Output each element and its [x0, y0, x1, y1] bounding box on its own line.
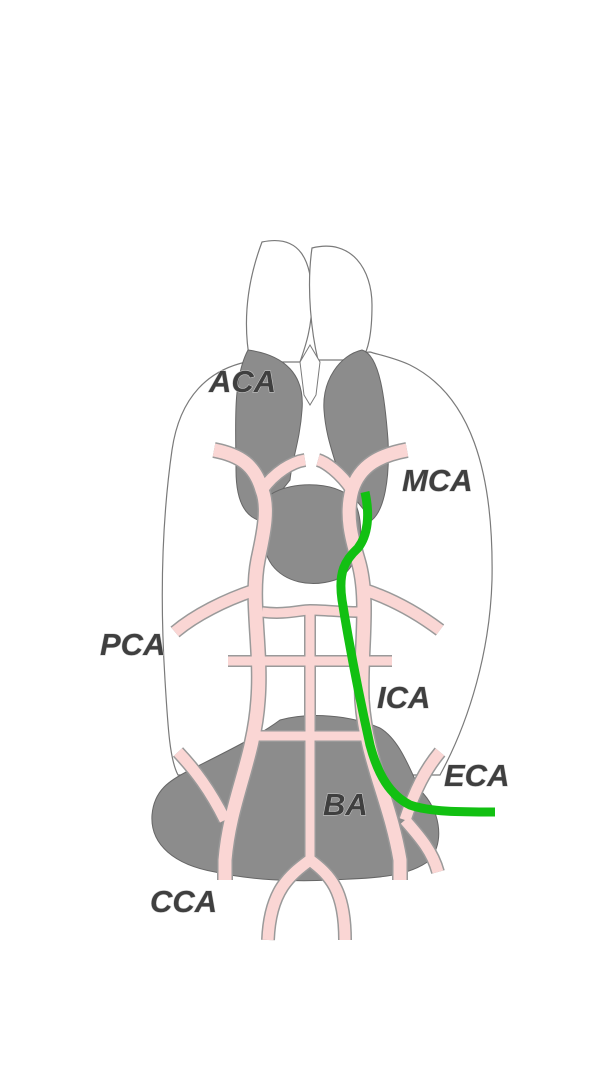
olfactory-bulb-left: [245, 240, 313, 363]
filament-line: [336, 491, 496, 817]
olfactory-bulb-right: [308, 245, 373, 361]
label-cca: CCA: [150, 884, 217, 919]
label-pca: PCA: [100, 627, 165, 662]
midline-notch: [299, 344, 321, 406]
label-ba: BA: [323, 787, 368, 822]
label-eca: ECA: [444, 758, 509, 793]
label-aca: ACA: [208, 364, 276, 399]
label-mca: MCA: [402, 463, 473, 498]
label-ica: ICA: [377, 680, 430, 715]
